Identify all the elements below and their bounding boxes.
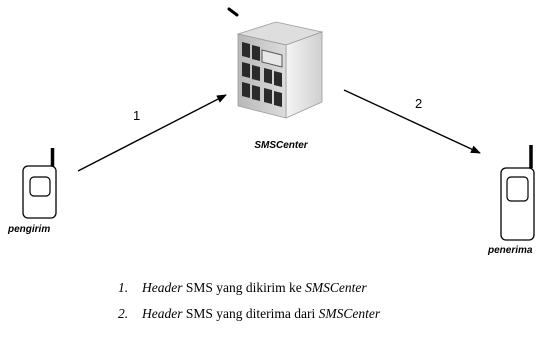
legend-item-number: 1. xyxy=(118,280,129,295)
sms-center-label: SMSCenter xyxy=(254,140,308,151)
receiver-phone-icon xyxy=(500,145,535,241)
legend-item-text: SMS yang dikirim ke xyxy=(182,280,306,295)
legend-item: 2. Header SMS yang diterima dari SMSCente… xyxy=(118,304,538,323)
legend-item: 1. Header SMS yang dikirim ke SMSCenter xyxy=(118,278,538,297)
arrow-2-number: 2 xyxy=(415,96,423,111)
legend-item-lead: Header xyxy=(142,306,183,321)
arrow-center-to-receiver xyxy=(343,89,481,154)
legend-item-tail: SMSCenter xyxy=(305,280,367,295)
sender-label: pengirim xyxy=(8,224,51,235)
legend-item-lead: Header xyxy=(142,280,183,295)
arrow-1-number: 1 xyxy=(133,108,141,123)
legend-item-text: SMS yang diterima dari xyxy=(182,306,319,321)
server-building-icon xyxy=(227,7,324,119)
legend-item-number: 2. xyxy=(118,306,129,321)
legend-item-tail: SMSCenter xyxy=(318,306,381,321)
arrow-sender-to-center xyxy=(77,94,227,172)
legend-list: 1. Header SMS yang dikirim ke SMSCenter 2… xyxy=(118,278,538,330)
receiver-label: penerima xyxy=(488,245,533,256)
sender-phone-icon xyxy=(22,148,57,219)
